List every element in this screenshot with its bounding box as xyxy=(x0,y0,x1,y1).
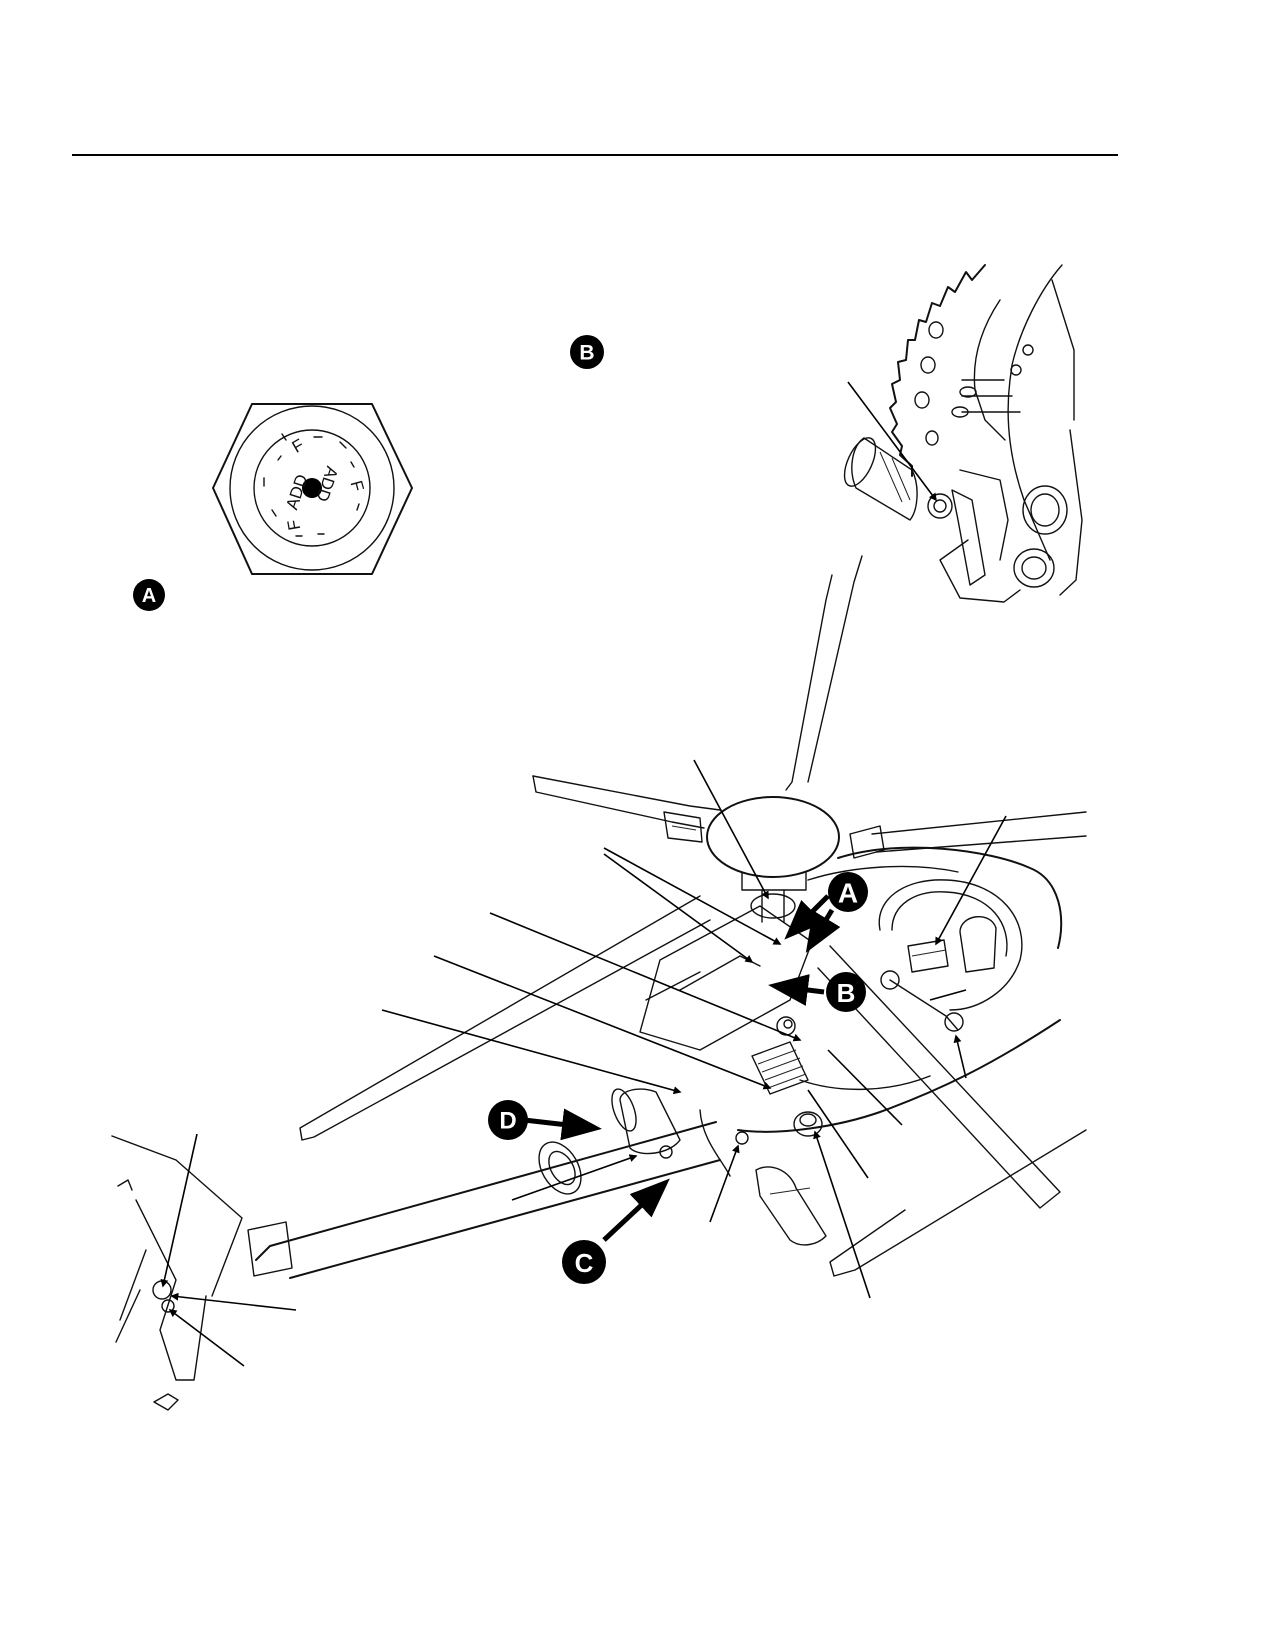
svg-text:B: B xyxy=(837,978,856,1008)
detail-b-leader xyxy=(847,381,937,502)
marking-f-bottom: F xyxy=(284,518,305,532)
detail-b-callout: B xyxy=(570,335,604,369)
helicopter-illustration xyxy=(111,555,1087,1411)
svg-text:A: A xyxy=(142,585,156,607)
detail-a-callout: A xyxy=(133,579,165,611)
oil-cooler-grille xyxy=(751,1041,809,1095)
detail-a-center-dot xyxy=(302,478,322,498)
svg-text:D: D xyxy=(499,1108,516,1135)
callout-c-main: C xyxy=(562,1240,606,1284)
detail-a-hex-cap: ADD ADD F F F xyxy=(212,403,413,575)
detail-b-gearbox xyxy=(843,264,1083,603)
svg-text:B: B xyxy=(579,342,594,365)
callout-b-main: B xyxy=(826,972,866,1012)
callout-arrows xyxy=(523,894,841,1242)
svg-text:C: C xyxy=(575,1248,594,1278)
callout-a-main: A xyxy=(828,872,868,912)
marking-f-right: F xyxy=(346,479,367,494)
leader-lines xyxy=(160,759,1007,1367)
marking-f-top: F xyxy=(289,435,307,457)
callout-d-main: D xyxy=(488,1100,528,1140)
svg-text:A: A xyxy=(838,878,858,909)
